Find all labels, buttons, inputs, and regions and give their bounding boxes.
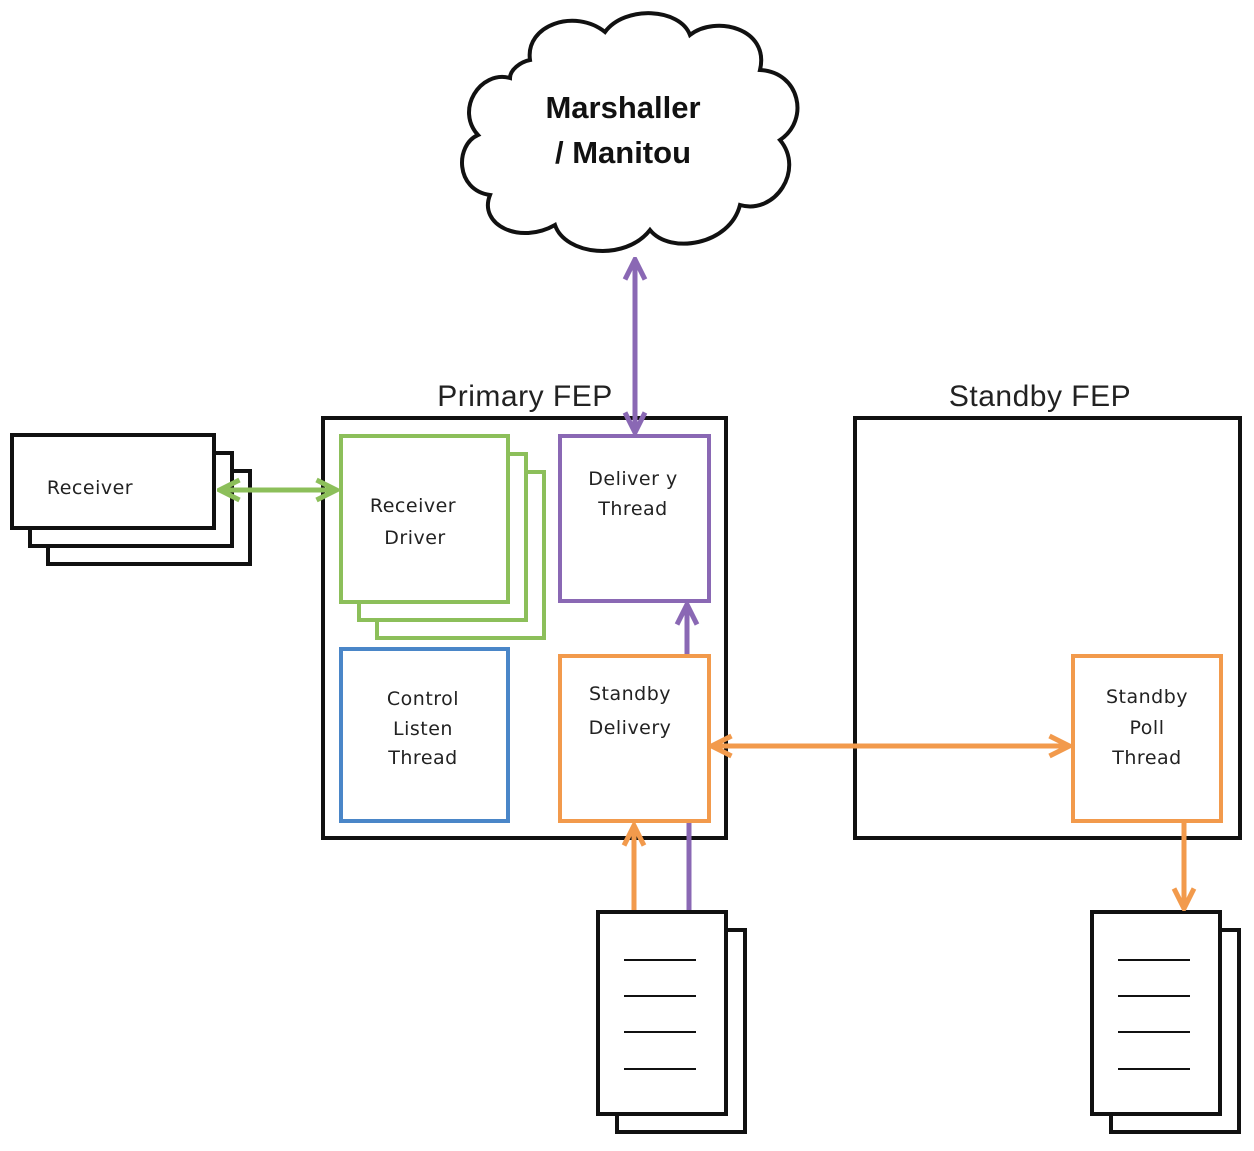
receiver-label: Receiver	[47, 477, 133, 499]
document-front	[1090, 910, 1222, 1116]
marshaller-manitou-cloud: Marshaller / Manitou	[460, 11, 800, 253]
receiver-driver-label-line1: Receiver	[370, 495, 456, 517]
cloud-label-line1: Marshaller	[545, 90, 700, 125]
document-lines	[1118, 959, 1190, 1070]
receiver-stack: Receiver	[10, 433, 252, 566]
document-stack-standby	[1090, 910, 1241, 1134]
receiver-driver-box	[339, 434, 510, 604]
standby-poll-label-line2: Poll	[1130, 717, 1165, 739]
standby-poll-thread-box	[1071, 654, 1223, 823]
standby-fep: Standby FEP Standby Poll Thread	[853, 380, 1242, 840]
receiver-driver-label-line2: Driver	[384, 527, 445, 549]
cloud-label-line2: / Manitou	[555, 135, 691, 170]
primary-fep-box	[321, 416, 728, 840]
document-lines	[624, 959, 696, 1070]
receiver-driver-stack: Receiver Driver	[339, 434, 546, 640]
cloud-shape	[460, 11, 800, 253]
standby-poll-label-line1: Standby	[1106, 686, 1188, 708]
standby-poll-thread: Standby Poll Thread	[1071, 654, 1223, 823]
delivery-thread-label-line1: Deliver y	[588, 468, 677, 490]
delivery-thread-label-line2: Thread	[597, 498, 667, 520]
standby-fep-title: Standby FEP	[949, 380, 1131, 413]
standby-delivery-box	[558, 654, 711, 823]
document-stack-primary	[596, 910, 747, 1134]
primary-fep-title: Primary FEP	[437, 380, 613, 413]
control-listen-label-line2: Listen	[393, 718, 453, 740]
delivery-thread-box	[558, 434, 711, 603]
primary-fep: Primary FEP Receiver Driver Deliver y Th…	[321, 380, 728, 840]
control-listen-label-line1: Control	[387, 688, 459, 710]
receiver-box	[10, 433, 216, 530]
control-listen-thread: Control Listen Thread	[339, 647, 510, 823]
standby-poll-label-line3: Thread	[1111, 747, 1181, 769]
document-front	[596, 910, 728, 1116]
delivery-thread: Deliver y Thread	[558, 434, 711, 603]
standby-fep-box	[853, 416, 1242, 840]
control-listen-thread-box	[339, 647, 510, 823]
standby-delivery-label-line1: Standby	[589, 683, 671, 705]
control-listen-label-line3: Thread	[387, 747, 457, 769]
standby-delivery-label-line2: Delivery	[589, 717, 672, 739]
standby-delivery: Standby Delivery	[558, 654, 711, 823]
